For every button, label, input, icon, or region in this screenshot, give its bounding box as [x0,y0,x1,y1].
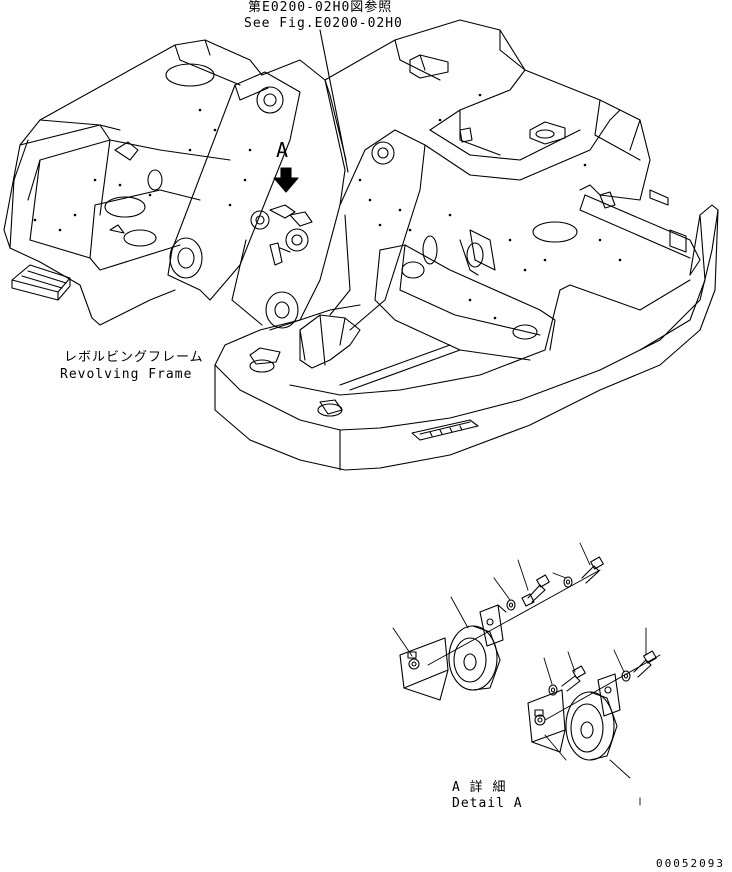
revolving-frame [4,20,718,470]
frame-holes [33,93,622,320]
callout-arrow [274,168,298,192]
part-number: 00052093 [656,857,725,870]
horn-location-cluster [251,205,312,265]
detail-a [393,543,660,805]
callout-letter: A [276,138,289,162]
detail-label-english: Detail A [452,796,523,811]
frame-label-english: Revolving Frame [60,367,193,382]
fasteners-upper [507,557,603,610]
detail-label-japanese: A 詳 細 [452,780,507,795]
counterweight-handle [412,420,478,440]
leader-lines [393,543,660,805]
horn-lower [528,674,620,760]
reference-label-japanese: 第E0200-02H0図参照 [248,0,393,15]
frame-label-japanese: レボルビングフレーム [64,350,204,365]
reference-label-english: See Fig.E0200-02H0 [244,16,403,31]
horn-upper [400,605,506,700]
fasteners-lower [549,651,656,695]
step [12,265,70,300]
